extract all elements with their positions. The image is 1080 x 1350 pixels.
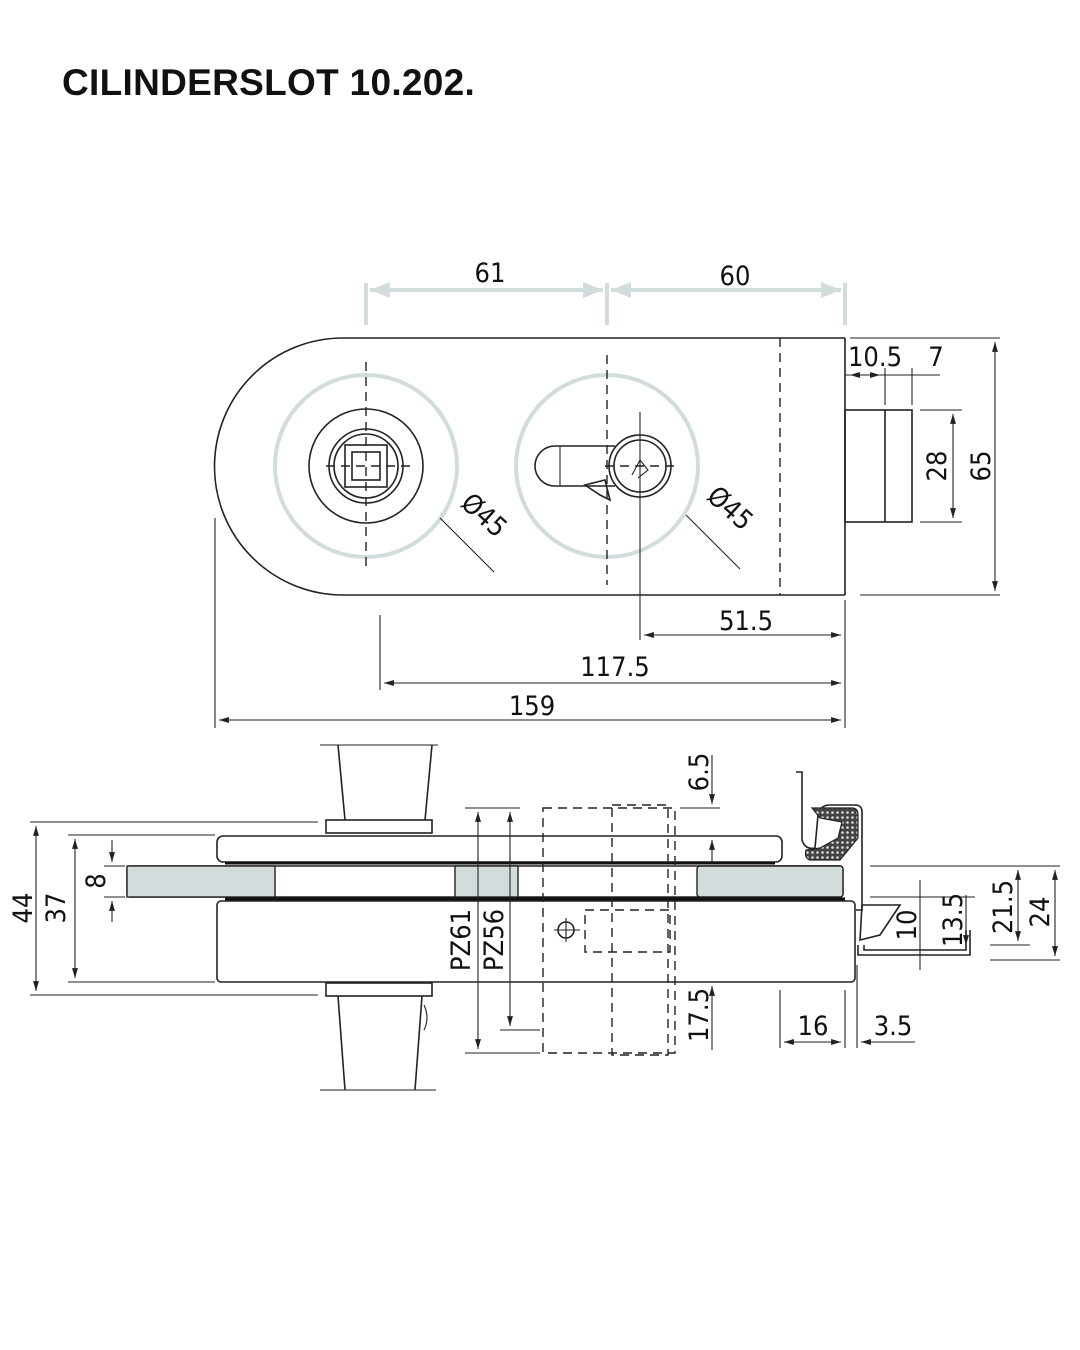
lock-body-outline: [213, 337, 845, 596]
dim-3-5: 3.5: [874, 1011, 913, 1042]
dim-6-5: 6.5: [684, 753, 715, 792]
dim-117-5: 117.5: [580, 652, 650, 683]
dim-21-5: 21.5: [988, 880, 1019, 934]
handle-top-base: [325, 819, 433, 834]
dim-65: 65: [966, 451, 997, 482]
dim-37: 37: [41, 893, 72, 924]
page-title: CILINDERSLOT 10.202.: [62, 62, 476, 103]
dim-10-5: 10.5: [848, 342, 902, 373]
dim-28: 28: [922, 451, 953, 482]
bottom-plate: [216, 900, 856, 983]
dia-right: Ø45: [701, 480, 759, 537]
dim-61: 61: [475, 258, 506, 289]
dim-60: 60: [720, 261, 751, 292]
dim-10: 10: [892, 910, 923, 941]
glass-panel: [126, 865, 844, 898]
dim-16: 16: [798, 1011, 829, 1042]
handle-top: [337, 744, 433, 821]
handle-bottom-base: [325, 982, 433, 997]
dim-51-5: 51.5: [719, 606, 773, 637]
cylinder-keyhole-icon: [534, 434, 672, 502]
dim-pz56: PZ56: [479, 909, 510, 971]
dim-24: 24: [1025, 897, 1056, 928]
top-view: 61 60 10.5 7 28 65 Ø45 Ø45 51.5 117.5 15…: [213, 258, 1000, 728]
top-plate: [216, 835, 783, 863]
side-view: PZ61 PZ56 6.5 17.5 44 37 8: [8, 744, 1060, 1091]
dia-left: Ø45: [455, 487, 513, 544]
dim-17-5: 17.5: [684, 988, 715, 1042]
dim-44: 44: [8, 893, 39, 924]
dim-7: 7: [928, 342, 943, 373]
handle-bottom: [337, 995, 423, 1091]
dim-pz61: PZ61: [446, 909, 477, 971]
dim-8: 8: [81, 873, 112, 888]
cam-pivot-icon: [554, 918, 580, 942]
dim-13-5: 13.5: [938, 893, 969, 947]
dim-159: 159: [509, 691, 555, 722]
